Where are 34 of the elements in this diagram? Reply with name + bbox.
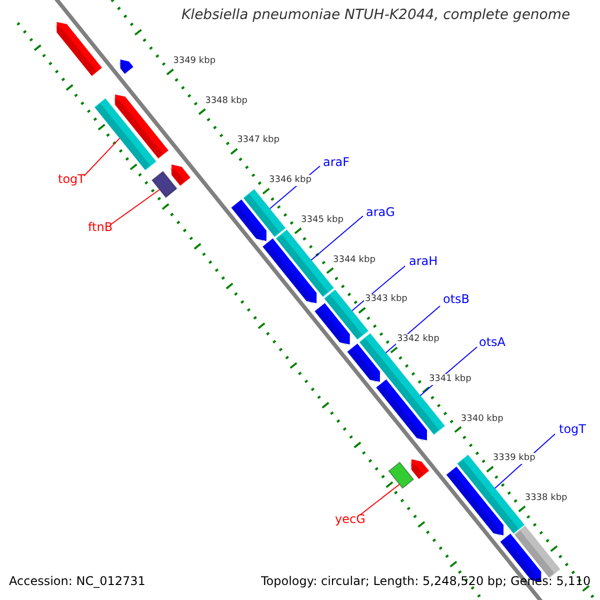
gene-box (388, 462, 414, 489)
scale-label: 3339 kbp (492, 453, 536, 464)
gene-label: ftnB (88, 221, 113, 233)
gene-label: otsA (479, 336, 506, 348)
leader-line (110, 189, 160, 226)
scale-label: 3348 kbp (204, 96, 248, 107)
scale-label: 3346 kbp (268, 175, 312, 186)
title: Klebsiella pneumoniae NTUH-K2044, complete genome (182, 8, 570, 22)
gene-label: araH (409, 255, 438, 267)
gene-label: araG (366, 206, 395, 218)
leader-line (360, 484, 400, 516)
footer-text: Accession: NC_012731 (9, 575, 146, 587)
gene-label: araF (323, 156, 350, 168)
scale-label: 3347 kbp (236, 135, 280, 146)
scale-label: 3342 kbp (396, 334, 440, 346)
gene-label: otsB (443, 293, 470, 305)
scale-label: 3340 kbp (460, 414, 504, 425)
leader-line (84, 138, 120, 176)
scale-label: 3344 kbp (332, 254, 376, 266)
scale-label: 3341 kbp (428, 374, 472, 385)
gene-bar (243, 189, 286, 237)
gene-label: togT (58, 173, 85, 185)
gene-label: yecG (335, 513, 366, 525)
gene-bar (276, 230, 334, 297)
leader-line (352, 266, 406, 312)
leader-line (310, 216, 364, 261)
scale-label: 3343 kbp (364, 294, 408, 306)
scale-label: 3338 kbp (524, 492, 568, 504)
scale-label: 3349 kbp (172, 56, 217, 67)
gene-box (151, 170, 178, 198)
gene-bar (94, 98, 156, 170)
scale-label: 3345 kbp (300, 214, 344, 226)
gene-label: togT (559, 423, 586, 435)
footer-text: Topology: circular; Length: 5,248,520 bp; Genes: 5,110 (261, 575, 591, 587)
